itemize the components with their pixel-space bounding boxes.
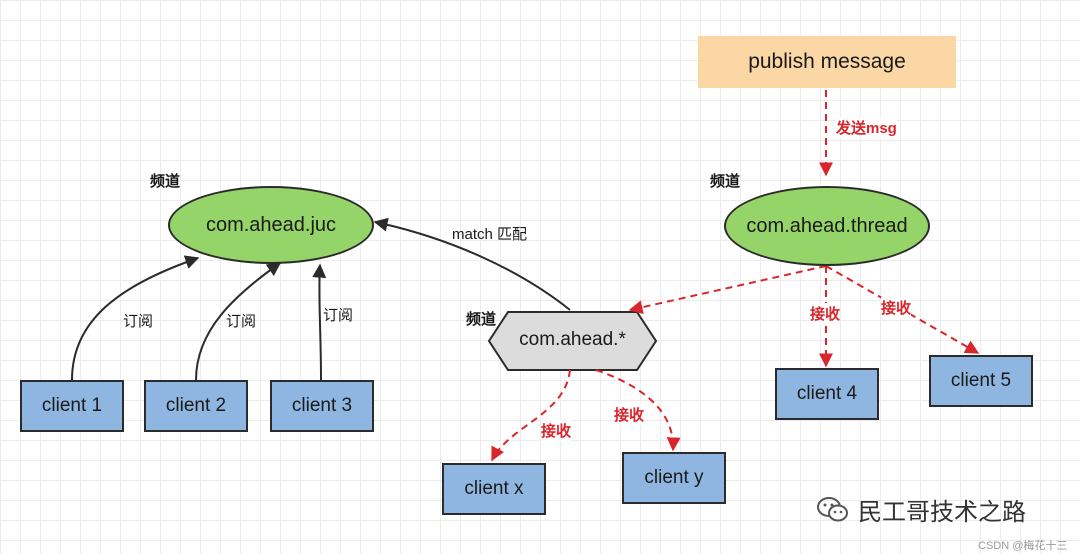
subscribe-arrow-client3 [312, 263, 327, 381]
send-msg-label: 发送msg [836, 117, 897, 138]
watermark: 民工哥技术之路 [816, 492, 1026, 527]
channel-label-thread: 频道 [710, 173, 741, 190]
csdn-credit: CSDN @梅花十三 [978, 540, 1068, 552]
watermark-text: 民工哥技术之路 [858, 499, 1026, 526]
receive-arrow-clienty [595, 369, 681, 452]
client-x: client x [442, 463, 546, 515]
receive-label-client4: 接收 [810, 303, 841, 324]
subscribe-label-3: 订阅 [323, 307, 354, 324]
publish-message-label: publish message [748, 50, 906, 73]
receive-label-clienty: 接收 [614, 404, 645, 425]
client-3: client 3 [270, 380, 374, 432]
channel-juc: com.ahead.juc [168, 186, 374, 264]
client-5-label: client 5 [950, 370, 1012, 391]
client-y: client y [622, 452, 726, 504]
client-3-label: client 3 [291, 395, 353, 416]
client-y-label: client y [644, 467, 704, 488]
client-4: client 4 [775, 368, 879, 420]
channel-thread-label: com.ahead.thread [746, 214, 908, 237]
match-arrow [373, 217, 571, 311]
subscribe-arrow-client1 [71, 255, 200, 381]
wechat-icon [817, 496, 848, 521]
thread-to-wildcard-arrow [628, 265, 827, 315]
channel-juc-label: com.ahead.juc [205, 213, 337, 236]
receive-arrow-clientx [491, 369, 571, 462]
client-4-label: client 4 [796, 383, 858, 404]
receive-label-client5: 接收 [881, 297, 912, 318]
channel-label-juc: 频道 [150, 173, 181, 190]
channel-thread: com.ahead.thread [724, 186, 930, 266]
client-1: client 1 [20, 380, 124, 432]
client-2-label: client 2 [165, 395, 227, 416]
publish-message-box: publish message [698, 36, 956, 88]
subscribe-arrow-client2 [195, 262, 282, 381]
receive-label-clientx: 接收 [541, 420, 572, 441]
client-2: client 2 [144, 380, 248, 432]
match-label: match 匹配 [452, 226, 528, 243]
subscribe-label-2: 订阅 [226, 313, 257, 330]
channel-wildcard-label: com.ahead.* [519, 329, 626, 350]
client-5: client 5 [929, 355, 1033, 407]
client-x-label: client x [464, 478, 524, 499]
client-1-label: client 1 [41, 395, 103, 416]
channel-label-wildcard: 频道 [466, 311, 497, 328]
subscribe-label-1: 订阅 [123, 313, 154, 330]
